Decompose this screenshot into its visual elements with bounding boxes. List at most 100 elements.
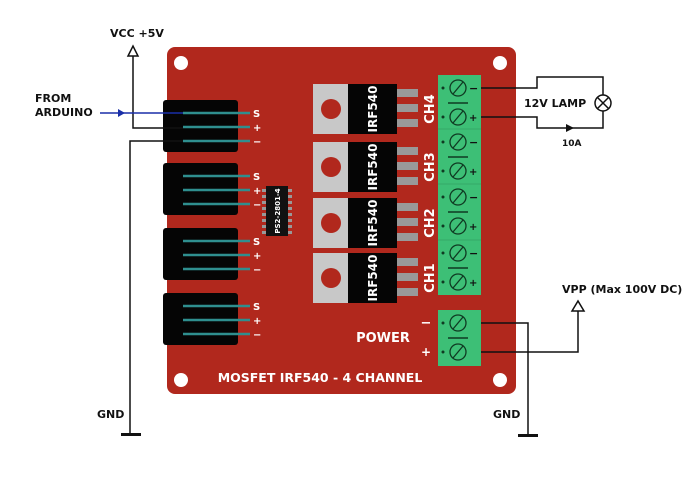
current-label: 10A: [562, 139, 582, 149]
terminal-ch1: −+: [438, 239, 481, 291]
screw-slot: [452, 135, 464, 149]
screw-slot: [452, 345, 464, 359]
mosfet-2: IRF540 CH3: [313, 142, 438, 192]
chip-pin: [262, 201, 266, 204]
screw-slot: [452, 164, 464, 178]
mosfet-leg: [397, 147, 418, 155]
chip-pin: [288, 207, 292, 210]
terminal-ch3: −+: [438, 128, 481, 180]
terminal-dot: [441, 321, 445, 325]
power-label: POWER: [356, 331, 410, 346]
mosfet-leg: [397, 104, 418, 112]
mosfet-body: [348, 253, 397, 303]
mount-hole: [174, 56, 188, 70]
vcc-label: VCC +5V: [110, 27, 164, 40]
from-arduino-label: ARDUINO: [35, 106, 93, 119]
screw-slot: [452, 81, 464, 95]
chip-pin: [288, 225, 292, 228]
terminal-minus: −: [469, 247, 478, 260]
gnd-wire-right: [481, 322, 529, 435]
servo-header-3: S + −: [163, 228, 261, 280]
mosfet-leg: [397, 89, 418, 97]
mosfet-label: IRF540: [366, 255, 380, 302]
terminal-dot: [441, 280, 445, 284]
optocoupler-chip: PS2-2801-4: [262, 186, 292, 236]
lamp-label: 12V LAMP: [524, 97, 586, 110]
screw-slot: [452, 219, 464, 233]
mosfet-leg: [397, 177, 418, 185]
mosfet-leg: [397, 162, 418, 170]
chip-pin: [288, 219, 292, 222]
current-arrow-icon: [566, 124, 574, 132]
terminal-dot: [441, 140, 445, 144]
chip-pin: [262, 189, 266, 192]
board-title: MOSFET IRF540 - 4 CHANNEL: [218, 370, 423, 385]
mosfet-leg: [397, 288, 418, 296]
pin-label: S: [253, 172, 260, 183]
mosfet-hole: [321, 213, 341, 233]
mount-hole: [493, 373, 507, 387]
screw-slot: [452, 190, 464, 204]
mount-hole: [174, 373, 188, 387]
pin-label: −: [253, 200, 261, 211]
channel-label: CH4: [423, 94, 438, 123]
ground-symbol-left: [121, 433, 141, 436]
channel-label: CH3: [423, 152, 438, 181]
chip-pin: [288, 231, 292, 234]
servo-header-2: S + −: [163, 163, 261, 215]
signal-arrow-icon: [118, 109, 125, 117]
chip-pin: [288, 195, 292, 198]
terminal-dot: [441, 350, 445, 354]
screw-slot: [452, 110, 464, 124]
chip-pin: [288, 201, 292, 204]
screw-slot: [452, 275, 464, 289]
lamp-icon: [594, 94, 612, 112]
power-terminal-block: [438, 310, 481, 366]
screw-slot: [452, 246, 464, 260]
mosfet-body: [348, 84, 397, 134]
vpp-arrow-icon: [570, 299, 586, 312]
vcc-wire: [132, 55, 183, 129]
mosfet-hole: [321, 157, 341, 177]
mosfet-leg: [397, 203, 418, 211]
chip-pin: [288, 213, 292, 216]
mosfet-body: [348, 142, 397, 192]
pin-label: S: [253, 237, 260, 248]
chip-body: [266, 186, 288, 236]
pin-label: S: [253, 109, 260, 120]
terminal-dot: [441, 251, 445, 255]
chip-pin: [262, 213, 266, 216]
mosfet-leg: [397, 218, 418, 226]
mosfet-hole: [321, 268, 341, 288]
chip-pin: [262, 195, 266, 198]
mosfet-label: IRF540: [366, 144, 380, 191]
mosfet-label: IRF540: [366, 200, 380, 247]
mosfet-leg: [397, 258, 418, 266]
pin-label: +: [253, 251, 261, 262]
screw-slot: [452, 316, 464, 330]
gnd-wire-left: [129, 140, 183, 434]
pin-label: +: [253, 123, 261, 134]
power-minus-label: −: [421, 316, 432, 331]
terminal-plus: +: [469, 222, 477, 233]
pin-label: −: [253, 265, 261, 276]
terminal-dot: [441, 169, 445, 173]
chip-pin: [262, 225, 266, 228]
terminal-dot: [441, 195, 445, 199]
chip-label: PS2-2801-4: [274, 188, 282, 233]
terminal-dot: [441, 86, 445, 90]
pin-label: +: [253, 186, 261, 197]
mount-hole: [493, 56, 507, 70]
chip-pin: [262, 231, 266, 234]
pin-label: S: [253, 302, 260, 313]
chip-pin: [262, 207, 266, 210]
mosfet-leg: [397, 119, 418, 127]
chip-pin: [262, 219, 266, 222]
mosfet-leg: [397, 273, 418, 281]
mosfet-body: [348, 198, 397, 248]
vpp-label: VPP (Max 100V DC): [562, 283, 682, 296]
gnd-label-left: GND: [97, 408, 124, 421]
